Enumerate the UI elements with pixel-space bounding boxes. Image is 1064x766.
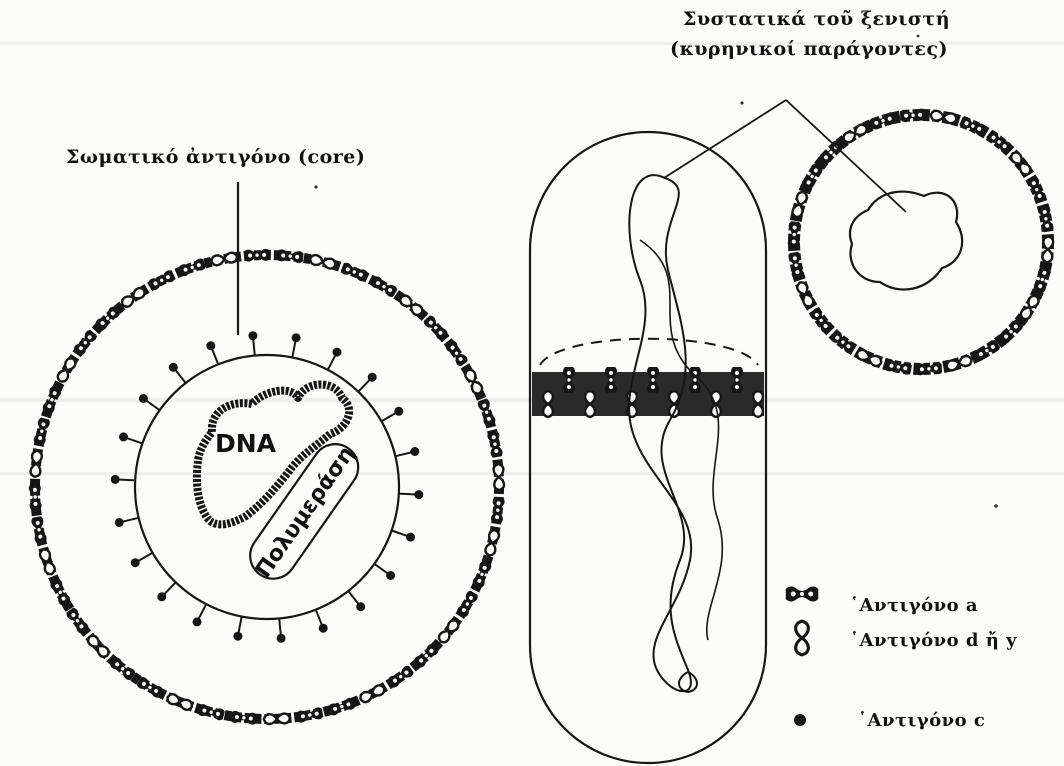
antigen-d-y-marker (56, 356, 78, 383)
antigen-c-marker (292, 333, 301, 342)
antigen-a-marker (973, 339, 1001, 363)
antigen-a-marker (487, 430, 504, 458)
antigen-d-y-marker (1009, 150, 1033, 176)
antigen-c-marker (131, 558, 140, 567)
antigen-a-marker (296, 707, 324, 724)
legend-antigen-d-y: ῾Αντιγόνο d ἤ y (850, 630, 1017, 651)
antigen-a-marker (33, 417, 51, 445)
antigen-c-marker (368, 373, 377, 382)
core-antigen-spikes (111, 331, 424, 643)
antigen-d-y-marker (359, 683, 387, 704)
antigen-a-marker (959, 115, 988, 137)
antigen-a-marker (42, 385, 63, 414)
antigen-c-marker (414, 490, 423, 499)
nucleic-acid-strand (640, 240, 722, 640)
antigen-d-y-marker (484, 529, 500, 557)
antigen-d-y-marker (309, 254, 337, 270)
dna-label: DNA (215, 429, 277, 458)
antigen-c-marker (139, 394, 148, 403)
antigen-a-marker (800, 162, 824, 190)
antigen-a-marker (277, 249, 304, 264)
antigen-d-y-marker (1019, 294, 1041, 321)
antigen-a-marker (477, 398, 497, 426)
speck (314, 185, 317, 188)
antigen-c-marker (115, 518, 124, 527)
antigen-d-y-marker (1042, 236, 1053, 263)
antigen-c-icon (794, 714, 806, 726)
antigen-d-y-marker (463, 368, 484, 396)
antigen-a-marker (49, 578, 71, 607)
antigen-a-marker (31, 516, 48, 544)
antigen-d-y-marker (120, 286, 147, 309)
antigen-a-marker (1033, 265, 1052, 293)
spherical-particle (787, 108, 1054, 375)
antigen-c-marker (157, 592, 166, 601)
antigen-a-marker (29, 484, 42, 510)
antigen-d-y-marker (795, 281, 815, 309)
antigen-a-marker (456, 590, 479, 619)
core-antigen-label: Σωματικό ἀντιγόνο (core) (66, 146, 365, 168)
legend-icons (786, 587, 819, 727)
antigen-d-y-marker (86, 633, 111, 659)
antigen-a-icon (786, 587, 819, 602)
antigen-d-y-marker (437, 618, 461, 644)
antigen-a-marker (869, 111, 897, 130)
antigen-a-marker (340, 262, 369, 283)
antigen-c-marker (386, 571, 395, 580)
antigen-a-marker (472, 560, 493, 589)
antigen-c-marker (277, 634, 286, 643)
host-components-sublabel: (κυρηνικοί παράγοντες) (670, 38, 948, 60)
antigen-a-marker (178, 258, 206, 278)
antigen-c-marker (319, 624, 328, 633)
antigen-a-marker (230, 711, 257, 726)
antigen-c-marker (333, 348, 342, 357)
virion-envelope (29, 249, 505, 725)
antigen-a-marker (370, 275, 399, 298)
antigen-a-marker (1026, 175, 1048, 204)
antigen-c-marker (233, 632, 242, 641)
antigen-c-marker (406, 533, 415, 542)
speck (740, 101, 743, 104)
antigen-d-y-marker (841, 123, 868, 145)
antigen-c-marker (206, 341, 215, 350)
host-components-label: Συστατικά τοῦ ξενιστή (683, 8, 950, 30)
antigen-c-marker (193, 617, 202, 626)
tubular-outline (530, 132, 766, 763)
antigen-d-y-marker (398, 293, 424, 317)
antigen-c-marker (169, 363, 178, 372)
antigen-c-marker (394, 407, 403, 416)
speck (917, 35, 920, 38)
speck (994, 504, 998, 508)
antigen-c-marker (119, 432, 128, 441)
antigen-a-marker (147, 269, 176, 291)
antigen-d-y-marker (855, 348, 883, 368)
nucleic-acid-loop (629, 175, 691, 691)
tube-section-dashed (540, 339, 758, 365)
virion-particle: Πολυμεράση DNA (29, 182, 505, 725)
antigen-c-marker (248, 331, 257, 340)
legend-antigen-c: ῾Αντιγόνο c (858, 710, 985, 731)
antigen-c-marker (356, 602, 365, 611)
host-leader-lines (664, 100, 906, 212)
antigen-c-marker (410, 447, 419, 456)
legend-antigen-a: ῾Αντιγόνο a (850, 595, 978, 616)
antigen-d-y-marker (39, 548, 57, 576)
polymerase-label: Πολυμεράση (251, 442, 360, 583)
sphere-envelope (787, 108, 1054, 375)
antigen-a-marker (491, 497, 506, 524)
antigen-c-marker (111, 475, 120, 484)
antigen-d-y-icon (796, 621, 809, 655)
antigen-a-marker (136, 676, 165, 699)
tubular-particle (530, 132, 766, 763)
host-nuclear-component (850, 192, 962, 290)
antigen-a-marker (328, 697, 356, 717)
antigen-d-y-marker (166, 693, 194, 712)
antigen-a-marker (197, 703, 225, 721)
